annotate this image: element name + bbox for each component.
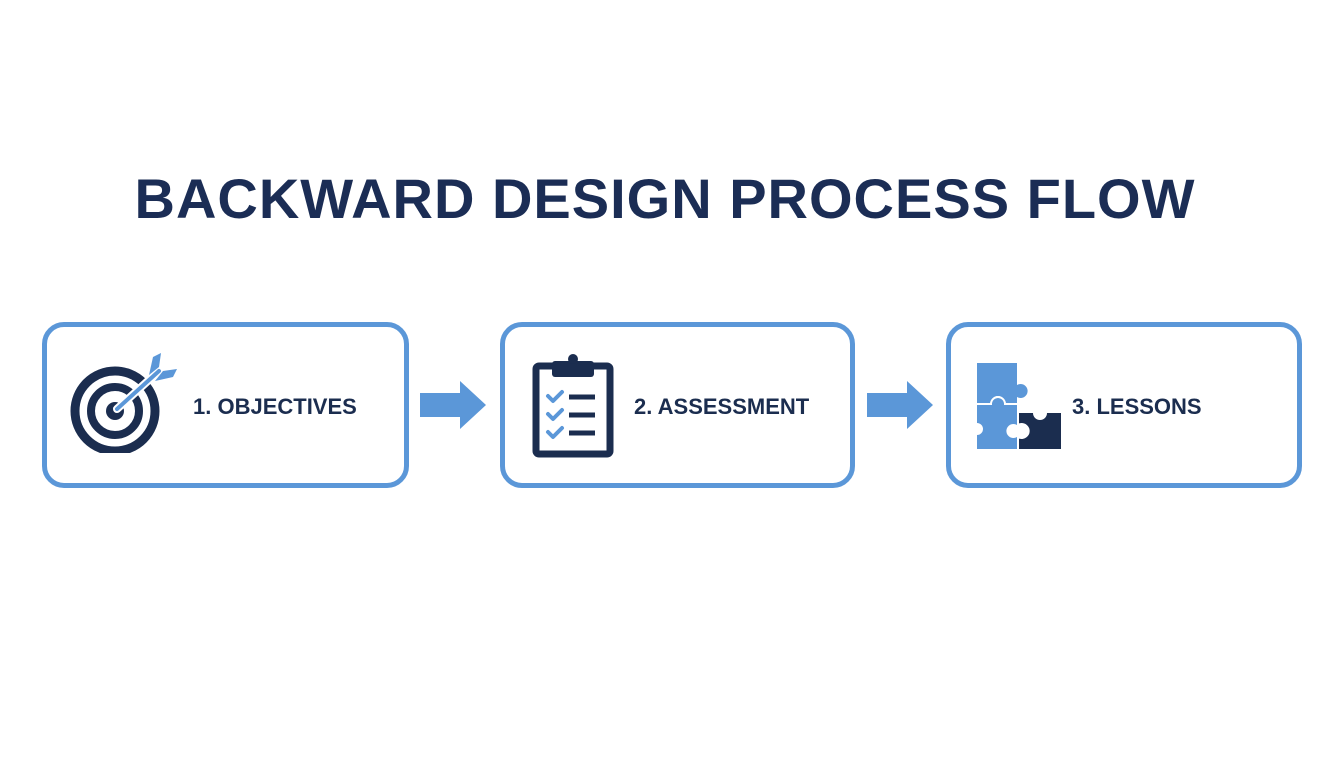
step-label: 2. ASSESSMENT bbox=[634, 394, 810, 419]
step-label: 1. OBJECTIVES bbox=[193, 394, 357, 419]
step-label: 3. LESSONS bbox=[1072, 394, 1202, 419]
puzzle-pieces-icon bbox=[973, 359, 1069, 455]
step-assessment: 2. ASSESSMENT bbox=[500, 322, 855, 488]
step-objectives: 1. OBJECTIVES bbox=[42, 322, 409, 488]
arrow-right-icon bbox=[867, 379, 935, 431]
clipboard-checklist-icon bbox=[531, 353, 615, 459]
target-with-arrow-icon bbox=[69, 353, 179, 456]
arrow-right-icon bbox=[420, 379, 488, 431]
step-lessons: 3. LESSONS bbox=[946, 322, 1302, 488]
diagram-title: BACKWARD DESIGN PROCESS FLOW bbox=[134, 167, 1196, 230]
